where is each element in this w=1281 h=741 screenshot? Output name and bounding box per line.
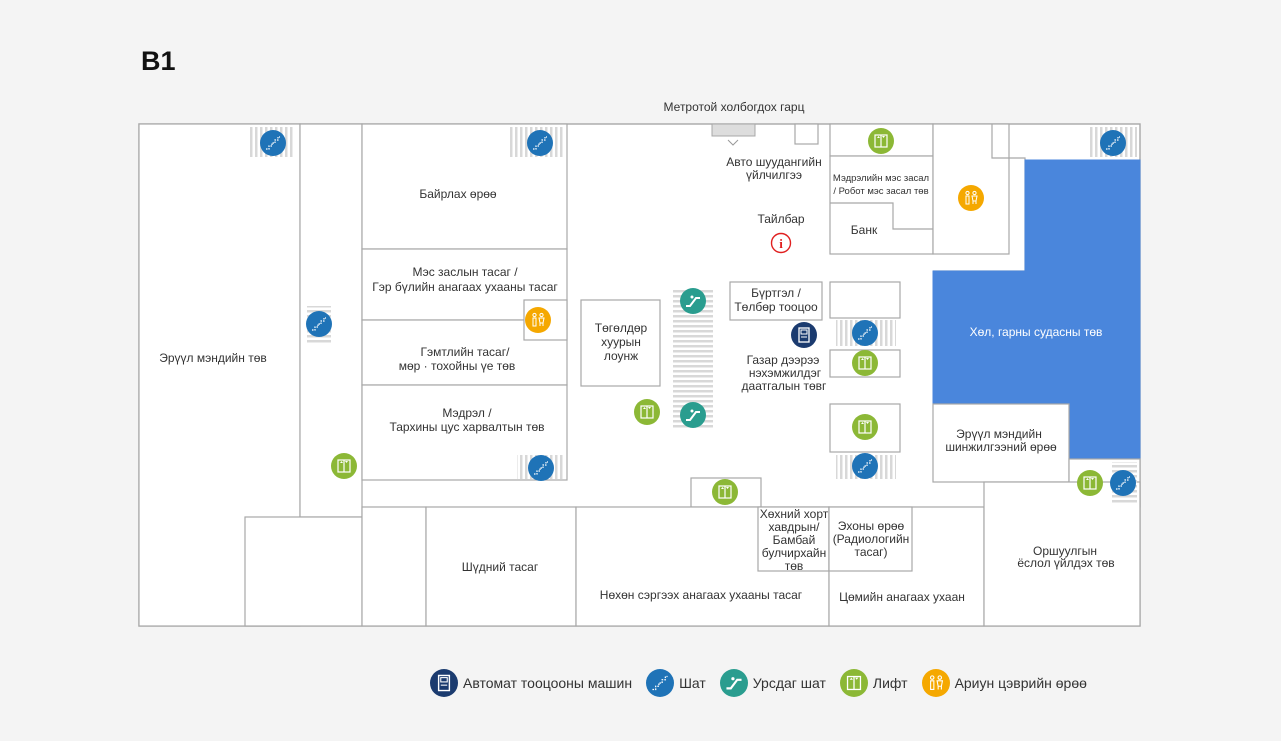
stairs-icon[interactable]: [306, 311, 332, 337]
restroom-icon[interactable]: [525, 307, 551, 333]
room-label: Авто шуудангийн: [726, 155, 821, 169]
room-tumor[interactable]: [757, 506, 830, 572]
room-label: / Робот мэс засал төв: [833, 186, 928, 197]
room-label: Бамбай: [773, 533, 816, 547]
room-label: Гэмтлийн тасаг/: [421, 345, 511, 359]
elevator-icon[interactable]: [868, 128, 894, 154]
room-nerve-surgery[interactable]: [829, 155, 934, 255]
room-label: (Радиологийн: [833, 532, 910, 546]
room-label: нэхэмжилдэг: [749, 366, 822, 380]
room-label: Мэс заслын тасаг /: [412, 265, 518, 279]
legend-label: Лифт: [872, 675, 908, 691]
elevator-icon[interactable]: [634, 399, 660, 425]
room-lounge[interactable]: [580, 299, 661, 387]
room-label: Оршуулгын: [1033, 544, 1097, 558]
room-registration[interactable]: [729, 281, 823, 321]
room-radiation[interactable]: [983, 481, 1141, 627]
stairs-icon[interactable]: [852, 320, 878, 346]
room-label: Мэдрэл /: [442, 406, 492, 420]
stairs-icon[interactable]: [527, 130, 553, 156]
stairs-icon: [646, 669, 675, 697]
escalator-icon: [719, 669, 748, 697]
room-label: төв: [785, 559, 804, 573]
floor-label: B1: [141, 46, 176, 76]
room-label: Нөхөн сэргээх анагаах ухааны тасаг: [600, 588, 803, 602]
elevator-icon[interactable]: [1077, 470, 1103, 496]
room-label: үйлчилгээ: [746, 168, 802, 182]
room-label: Хөл, гарны судасны төв: [970, 325, 1103, 339]
elevator-icon[interactable]: [852, 414, 878, 440]
info-icon[interactable]: i: [770, 232, 792, 254]
room-label: шинжилгээний өрөө: [945, 440, 1057, 454]
small-booth: [794, 123, 819, 145]
legend-item-restroom: Ариун цэврийн өрөө: [921, 669, 1087, 697]
elevator-icon[interactable]: [852, 350, 878, 376]
stairs-icon[interactable]: [1100, 130, 1126, 156]
room-label: лоунж: [604, 349, 638, 363]
room-label: Эрүүл мэндийн төв: [159, 351, 267, 365]
info-label: Тайлбар: [757, 212, 804, 226]
room-label: мөр · тохойны үе төв: [399, 359, 516, 373]
room-radiology[interactable]: [828, 506, 913, 572]
room-label: даатгалын төвг: [742, 379, 828, 393]
metro-gate: [711, 123, 756, 137]
room-label: Төлбөр тооцоо: [734, 300, 818, 314]
room-small-1: [829, 281, 901, 319]
room-label: Шүдний тасаг: [462, 560, 539, 574]
payment-machine-icon: [430, 669, 458, 697]
room-label: Гэр бүлийн анагаах ухааны тасаг: [372, 280, 558, 294]
legend-label: Ариун цэврийн өрөө: [954, 675, 1087, 691]
svg-text:i: i: [779, 236, 783, 251]
legend-item-payment: Автомат тооцооны машин: [430, 669, 632, 697]
legend-label: Шат: [679, 675, 706, 691]
escalator-icon[interactable]: [680, 402, 706, 428]
room-label: тасаг): [854, 545, 887, 559]
room-checkup[interactable]: [932, 403, 1070, 483]
room-label: Хөхний хорт: [760, 507, 829, 521]
room-label: булчирхайн: [762, 546, 826, 560]
stairs-icon[interactable]: [528, 455, 554, 481]
legend-item-stairs: Шат: [646, 669, 706, 697]
room-label: Төгөлдөр: [595, 321, 648, 335]
payment-machine-icon[interactable]: [791, 322, 817, 348]
legend-item-elevator: Лифт: [839, 669, 908, 697]
room-label: ёслол үйлдэх төв: [1017, 556, 1114, 570]
room-label: Банк: [851, 223, 878, 237]
room-left-bottom: [244, 516, 363, 627]
restroom-right: [932, 123, 1010, 255]
legend: Автомат тооцооны машин Шат Урсдаг шат Ли…: [430, 669, 1101, 697]
room-label: хуурын: [601, 335, 641, 349]
room-bottom-small: [361, 506, 427, 627]
elevator-icon[interactable]: [331, 453, 357, 479]
elevator-icon[interactable]: [712, 479, 738, 505]
room-label: Мэдрэлийн мэс засал: [833, 173, 929, 184]
restroom-icon: [921, 669, 950, 697]
escalator-icon[interactable]: [680, 288, 706, 314]
stairs-icon[interactable]: [260, 130, 286, 156]
room-label: Эхоны өрөө: [838, 519, 905, 533]
elevator-icon: [839, 669, 868, 697]
room-label: Цөмийн анагаах ухаан: [839, 590, 965, 604]
legend-item-escalator: Урсдаг шат: [719, 669, 826, 697]
metro-arrow-icon: [727, 139, 739, 146]
room-label: Тархины цус харвалтын төв: [389, 420, 544, 434]
room-label: Бүртгэл /: [751, 286, 801, 300]
room-label: Эрүүл мэндийн: [956, 427, 1042, 441]
stairs-icon[interactable]: [1110, 470, 1136, 496]
metro-exit-label: Метротой холбогдох гарц: [664, 100, 805, 114]
restroom-icon[interactable]: [958, 185, 984, 211]
room-label: Байрлах өрөө: [419, 187, 497, 201]
stairs-icon[interactable]: [852, 453, 878, 479]
room-label: хавдрын/: [768, 520, 820, 534]
legend-label: Автомат тооцооны машин: [463, 675, 633, 691]
legend-label: Урсдаг шат: [752, 675, 826, 691]
room-label: Газар дээрээ: [747, 353, 820, 367]
